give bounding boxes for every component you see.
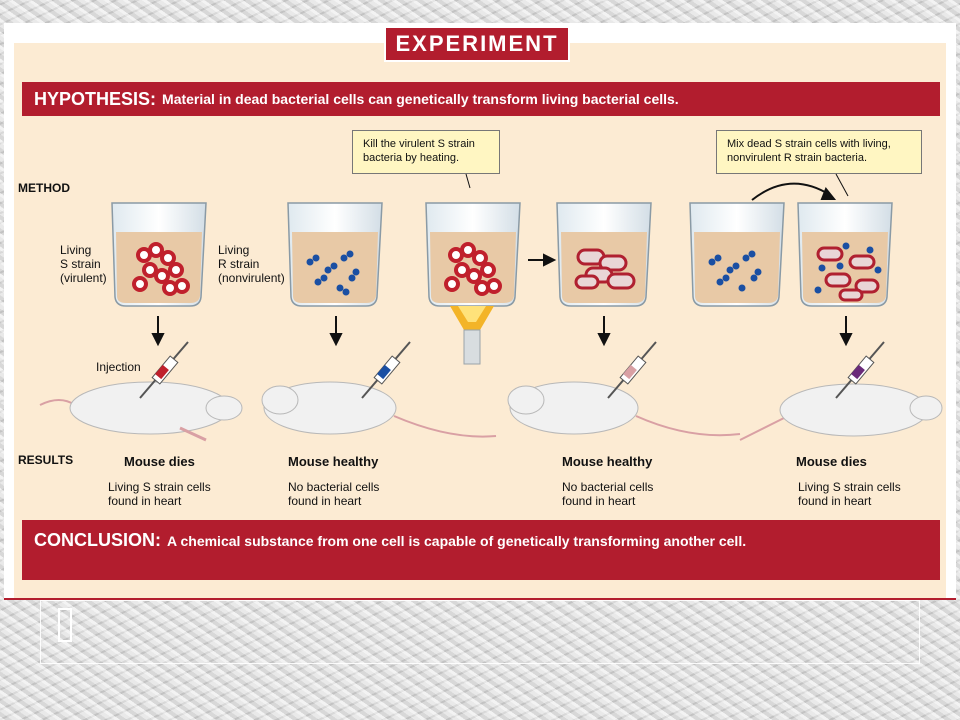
result-4-title: Mouse dies	[796, 454, 867, 469]
beaker-r-strain	[287, 202, 383, 307]
result-1-title: Mouse dies	[124, 454, 195, 469]
beaker-r-mix	[689, 202, 785, 307]
mouse-1	[39, 381, 243, 442]
experiment-title: EXPERIMENT	[384, 26, 570, 62]
syringe-icon	[139, 341, 189, 399]
placeholder-icon	[58, 608, 72, 642]
mouse-3	[507, 381, 741, 437]
mix-callout: Mix dead S strain cells with living, non…	[716, 130, 922, 174]
result-2-title: Mouse healthy	[288, 454, 379, 469]
mouse-4	[739, 383, 943, 441]
result-3-title: Mouse healthy	[562, 454, 653, 469]
injection-label: Injection	[96, 360, 141, 374]
mixed-cells	[814, 242, 882, 302]
syringe-icon	[607, 341, 657, 399]
hypothesis-label: HYPOTHESIS:	[34, 88, 157, 109]
syringe-icon	[361, 341, 411, 399]
s-strain-cells	[132, 242, 502, 296]
dead-s-cells	[574, 248, 636, 290]
syringe-icon	[835, 341, 885, 399]
conclusion-bar: CONCLUSION: A chemical substance from on…	[22, 520, 940, 580]
r-strain-cells	[306, 250, 762, 296]
mouse-2	[261, 381, 497, 438]
hypothesis-bar: HYPOTHESIS: Material in dead bacterial c…	[22, 82, 940, 116]
hypothesis-text: Material in dead bacterial cells can gen…	[162, 91, 679, 107]
results-label: RESULTS	[18, 453, 74, 467]
method-label: METHOD	[18, 181, 70, 195]
slide-placeholder-box	[40, 600, 920, 664]
conclusion-label: CONCLUSION:	[34, 530, 161, 550]
r-strain-label: Living R strain (nonvirulent)	[218, 243, 285, 285]
flow-arrows	[151, 173, 853, 347]
kill-callout: Kill the virulent S strain bacteria by h…	[352, 130, 500, 174]
s-strain-label: Living S strain (virulent)	[60, 243, 107, 285]
conclusion-text: A chemical substance from one cell is ca…	[167, 533, 747, 549]
